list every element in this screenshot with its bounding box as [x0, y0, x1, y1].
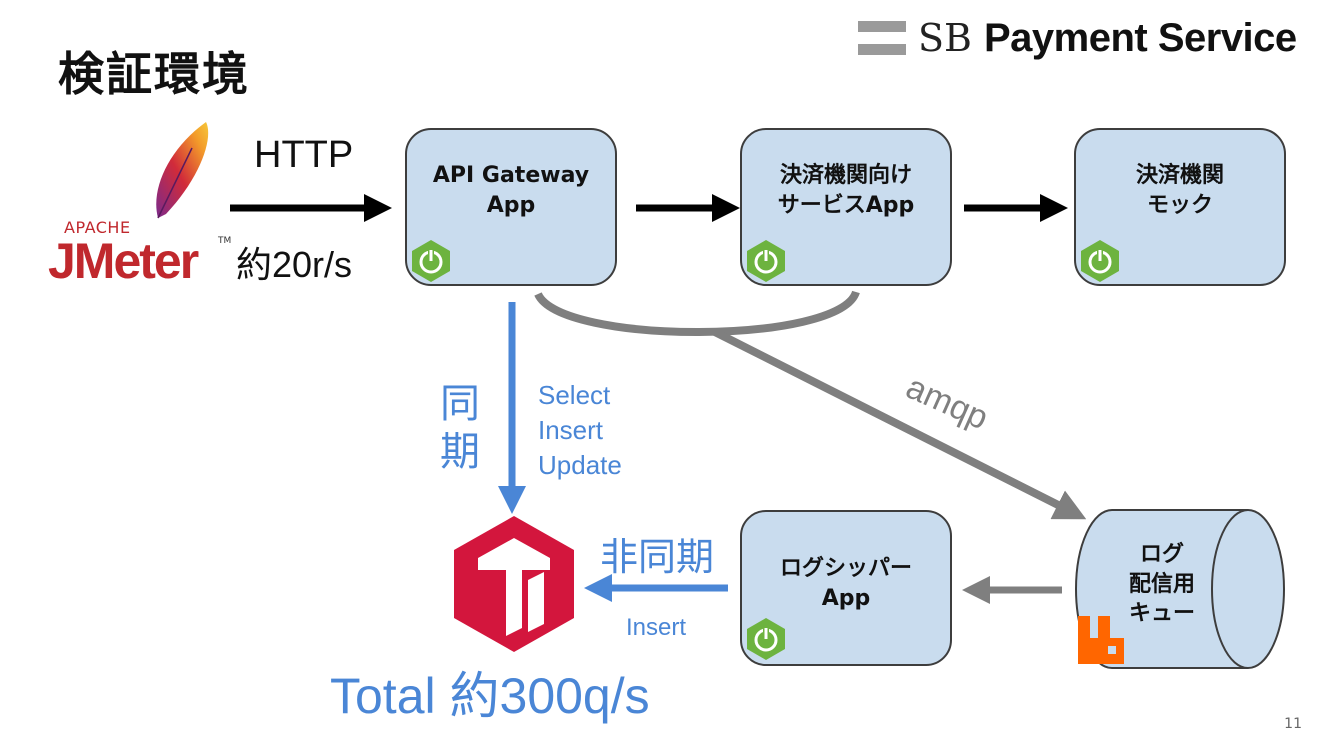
sync-label: 同 期	[440, 381, 480, 475]
apache-text: APACHE	[64, 218, 131, 237]
http-label: HTTP	[254, 134, 354, 176]
apache-feather-icon	[156, 122, 209, 219]
brand-logo: SB Payment Service	[858, 14, 1297, 62]
spring-boot-icon	[1081, 240, 1119, 282]
async-op-label: Insert	[626, 614, 687, 641]
amqp-curve	[534, 290, 860, 336]
brand-sb: SB	[918, 16, 972, 60]
spring-boot-icon	[747, 240, 785, 282]
sync-ops-label: Select Insert Update	[538, 380, 622, 481]
page-title: 検証環境	[58, 47, 250, 101]
payment-service-label: 決済機関向け サービスApp	[777, 163, 915, 218]
spring-boot-icon	[412, 240, 450, 282]
api-gateway-label: API Gateway App	[432, 163, 590, 218]
brand-name: Payment Service	[983, 15, 1297, 60]
rabbitmq-icon	[1078, 616, 1124, 664]
log-shipper-label: ログシッパー App	[779, 556, 912, 611]
tidb-logo-icon	[454, 516, 574, 652]
rate-label: 約20r/s	[236, 244, 353, 285]
trademark-mark: TM	[218, 236, 232, 246]
async-label: 非同期	[600, 535, 715, 579]
payment-mock-label: 決済機関 モック	[1135, 163, 1224, 218]
jmeter-wordmark: JMeter	[48, 232, 199, 290]
total-query-rate: Total 約300q/s	[330, 668, 650, 724]
jmeter-wordmark-text: JMeter	[48, 233, 199, 289]
spring-boot-icon	[747, 618, 785, 660]
log-queue-label: ログ 配信用 キュー	[1128, 542, 1195, 627]
log-queue-cylinder	[1075, 509, 1285, 669]
page-number: 11	[1284, 716, 1302, 732]
amqp-arrow	[713, 328, 1087, 520]
brand-bars-icon	[858, 21, 906, 55]
